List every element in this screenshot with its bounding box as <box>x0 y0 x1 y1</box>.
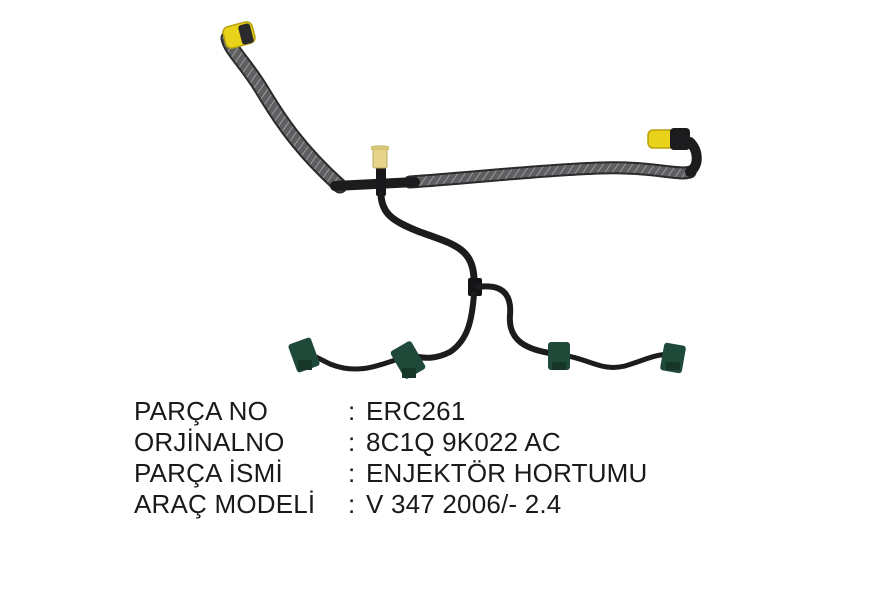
center-return-line <box>377 191 559 361</box>
injector-clip-2 <box>390 341 426 379</box>
spec-label: ORJİNALNO <box>134 427 285 457</box>
injector-hose-photo <box>220 21 702 379</box>
left-braided-hose <box>220 30 348 194</box>
spec-row-vehicle-model: ARAÇ MODELİ : V 347 2006/- 2.4 <box>134 489 734 520</box>
injector-clip-4 <box>660 342 686 374</box>
spec-row-original-no: ORJİNALNO : 8C1Q 9K022 AC <box>134 427 734 458</box>
spec-label: ARAÇ MODELİ <box>134 489 316 519</box>
injector-clip-1 <box>288 337 320 373</box>
spec-label: PARÇA NO <box>134 396 269 426</box>
upper-t-junction <box>330 145 420 196</box>
spec-value: 8C1Q 9K022 AC <box>366 427 561 457</box>
spec-row-part-name: PARÇA İSMİ : ENJEKTÖR HORTUMU <box>134 458 734 489</box>
right-connector <box>647 128 690 150</box>
spec-separator: : <box>348 396 356 426</box>
right-braided-hose <box>403 137 702 189</box>
spec-separator: : <box>348 489 356 519</box>
spec-value: ENJEKTÖR HORTUMU <box>366 458 648 488</box>
spec-value: V 347 2006/- 2.4 <box>366 489 562 519</box>
spec-separator: : <box>348 427 356 457</box>
spec-row-part-no: PARÇA NO : ERC261 <box>134 396 734 427</box>
spec-value: ERC261 <box>366 396 466 426</box>
spec-label: PARÇA İSMİ <box>134 458 283 488</box>
top-left-connector <box>222 21 256 49</box>
spec-table: PARÇA NO : ERC261 ORJİNALNO : 8C1Q 9K022… <box>134 396 734 520</box>
right-injector-branch <box>553 351 675 370</box>
injector-clip-3 <box>548 342 570 370</box>
spec-separator: : <box>348 458 356 488</box>
